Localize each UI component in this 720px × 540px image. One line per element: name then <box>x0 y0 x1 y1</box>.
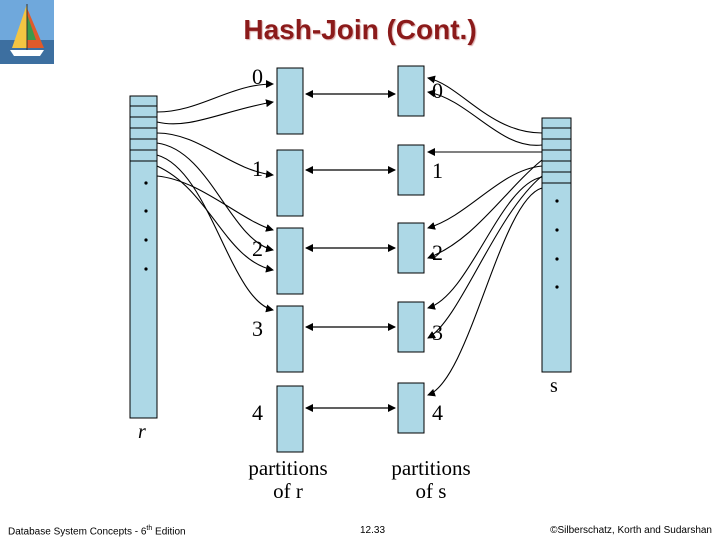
partitions-s-caption-line2: of s <box>416 479 447 503</box>
sailboat-logo <box>0 0 54 64</box>
slide-title: Hash-Join (Cont.) <box>243 14 477 45</box>
footer-copyright: ©Silberschatz, Korth and Sudarshan <box>550 525 712 536</box>
relation-s <box>541 117 572 373</box>
partition-r-4 <box>276 385 304 453</box>
partitions-r-caption-line1: partitions <box>248 456 327 480</box>
partition-s-3-number: 3 <box>432 320 443 345</box>
footer-book-title: Database System Concepts - 6th Edition <box>8 525 186 538</box>
partition-r-0 <box>276 67 304 135</box>
partition-r-1 <box>276 149 304 217</box>
relation-r-label: r <box>138 421 146 443</box>
partition-s-2 <box>397 222 425 274</box>
partition-r-2-number: 2 <box>252 236 263 261</box>
partition-link-arrows <box>305 90 396 412</box>
partition-s-1-number: 1 <box>432 158 443 183</box>
partition-r-4-number: 4 <box>252 400 263 425</box>
partition-r-3-number: 3 <box>252 316 263 341</box>
partition-s-4 <box>397 382 425 434</box>
partition-r-1-number: 1 <box>252 156 263 181</box>
partition-s-2-number: 2 <box>432 240 443 265</box>
footer-slide-number: 12.33 <box>360 525 386 536</box>
partition-r-3 <box>276 305 304 373</box>
relation-r <box>129 95 158 419</box>
partitions-s-caption-line1: partitions <box>391 456 470 480</box>
partition-r-0-number: 0 <box>252 64 263 89</box>
partition-s-0 <box>397 65 425 117</box>
partition-s-0-number: 0 <box>432 78 443 103</box>
partitions-r-caption-line2: of r <box>273 479 303 503</box>
r-hash-arrows <box>156 80 274 313</box>
partition-s-1 <box>397 144 425 196</box>
partition-s-4-number: 4 <box>432 400 443 425</box>
partition-s-3 <box>397 301 425 353</box>
partition-r-2 <box>276 227 304 295</box>
relation-s-label: s <box>550 375 558 397</box>
s-hash-arrows <box>427 75 543 397</box>
